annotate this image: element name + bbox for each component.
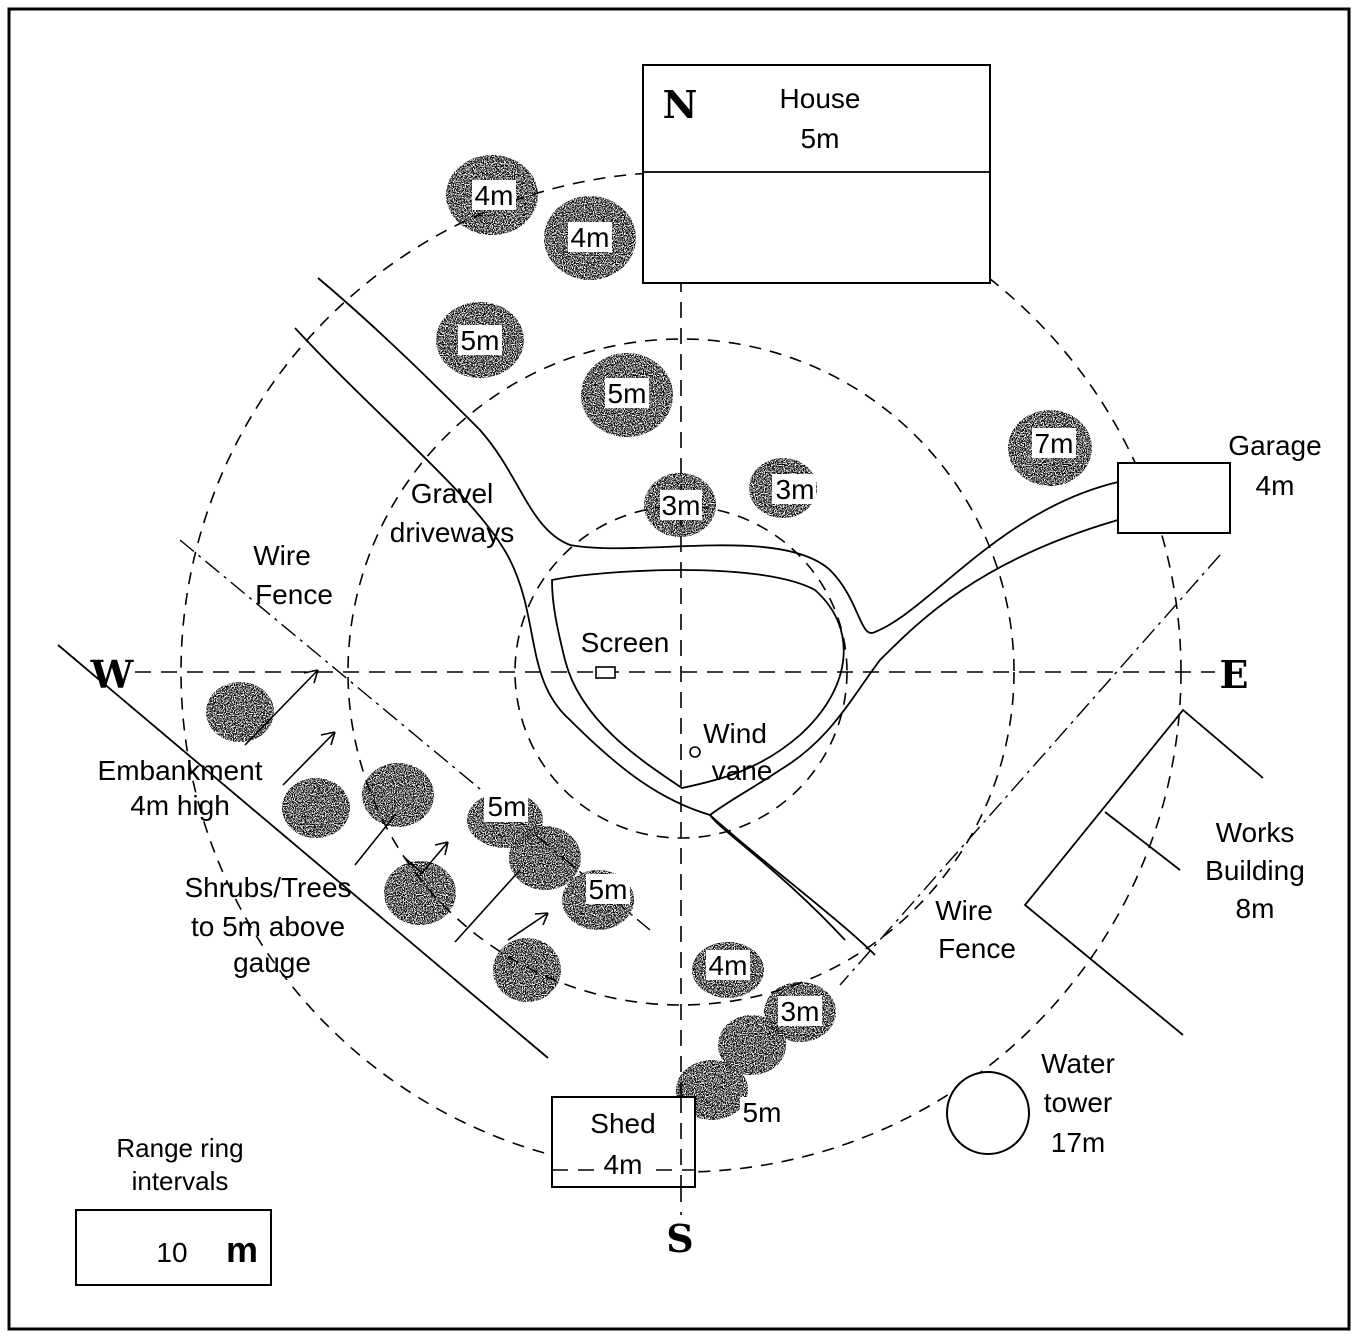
shed-height: 4m [604,1149,643,1180]
shed-name: Shed [590,1108,655,1139]
wire-fence-e-label-2: Fence [938,933,1016,964]
shrub [206,682,274,742]
outer-border [7,7,1351,1331]
tree-height: 5m [743,1097,782,1128]
works-building: Works Building 8m [1023,708,1305,1036]
tree-t1: 4m [446,155,538,235]
tree-t2: 4m [544,196,636,280]
legend-title-2: intervals [132,1166,229,1196]
water-tower-label-1: Water [1041,1048,1115,1079]
garage-name: Garage [1228,430,1321,461]
screen-icon [595,666,616,679]
gravel-label-1: Gravel [411,478,493,509]
range-ring-legend: Range ring intervals 10 m [75,1133,272,1286]
garage-height: 4m [1256,470,1295,501]
tree-t6: 3m [644,473,716,537]
tree-t8: 5m [467,791,543,848]
tree-t10: 4m [692,942,764,998]
embankment-line [57,644,549,1059]
gravel-driveways: Gravel driveways [294,277,1119,956]
tree-height: 3m [781,996,820,1027]
compass-west: W [90,652,135,697]
legend-title-1: Range ring [116,1133,243,1163]
gravel-label-2: driveways [390,517,514,548]
water-tower-height: 17m [1051,1127,1105,1158]
shrubs-label-1: Shrubs/Trees [184,872,351,903]
wire-fence-w-label-2: Fence [255,579,333,610]
tree-height: 5m [461,325,500,356]
shrubs-label-2: to 5m above [191,911,345,942]
screen-label: Screen [581,627,670,658]
tree-height: 4m [475,180,514,211]
water-tower-label-2: tower [1044,1087,1112,1118]
shrub [384,861,456,925]
legend-unit: m [226,1229,258,1270]
wire-fence-east [839,554,1221,986]
wind-vane-label-2: vane [712,755,773,786]
tree-t11: 3m [764,982,836,1042]
tree-t4: 5m [581,353,673,437]
shed: Shed 4m [551,1096,696,1188]
wire-fence-w-label-1: Wire [253,540,311,571]
tree-t3: 5m [436,302,524,378]
works-height: 8m [1236,893,1275,924]
compass-north: N [663,82,698,127]
works-label-2: Building [1205,855,1305,886]
range-ring-2 [347,338,1015,1006]
tree-height: 5m [589,874,628,905]
tree-height: 4m [571,222,610,253]
compass-south: S [666,1216,693,1261]
shrub-cluster [206,682,786,1075]
house-height: 5m [801,123,840,154]
tree-height: 5m [488,791,527,822]
tree-height: 5m [608,378,647,409]
shrub [493,938,561,1002]
wind-vane-icon [689,746,701,758]
tree-t7: 3m [749,458,817,518]
house-name: House [780,83,861,114]
tree-t9: 5m [562,870,634,930]
garage: Garage 4m [1117,430,1322,534]
tree-height: 7m [1035,428,1074,459]
shrub [362,763,434,827]
water-tower: Water tower 17m [946,1048,1115,1158]
compass-east: E [1220,652,1249,697]
wire-fence-e-label-1: Wire [935,895,993,926]
wind-vane-label-1: Wind [703,718,767,749]
legend-value: 10 [156,1237,187,1268]
shrub [282,778,350,838]
works-label-1: Works [1216,817,1295,848]
tree-height: 3m [662,490,701,521]
embankment-label-1: Embankment [98,755,263,786]
embankment-label-2: 4m high [130,790,230,821]
tree-height: 3m [776,474,815,505]
tree-t5: 7m [1008,410,1092,486]
tree-height: 4m [709,950,748,981]
house: House 5m [642,64,991,284]
shrubs-label-3: gauge [233,947,311,978]
shrub [718,1015,786,1075]
